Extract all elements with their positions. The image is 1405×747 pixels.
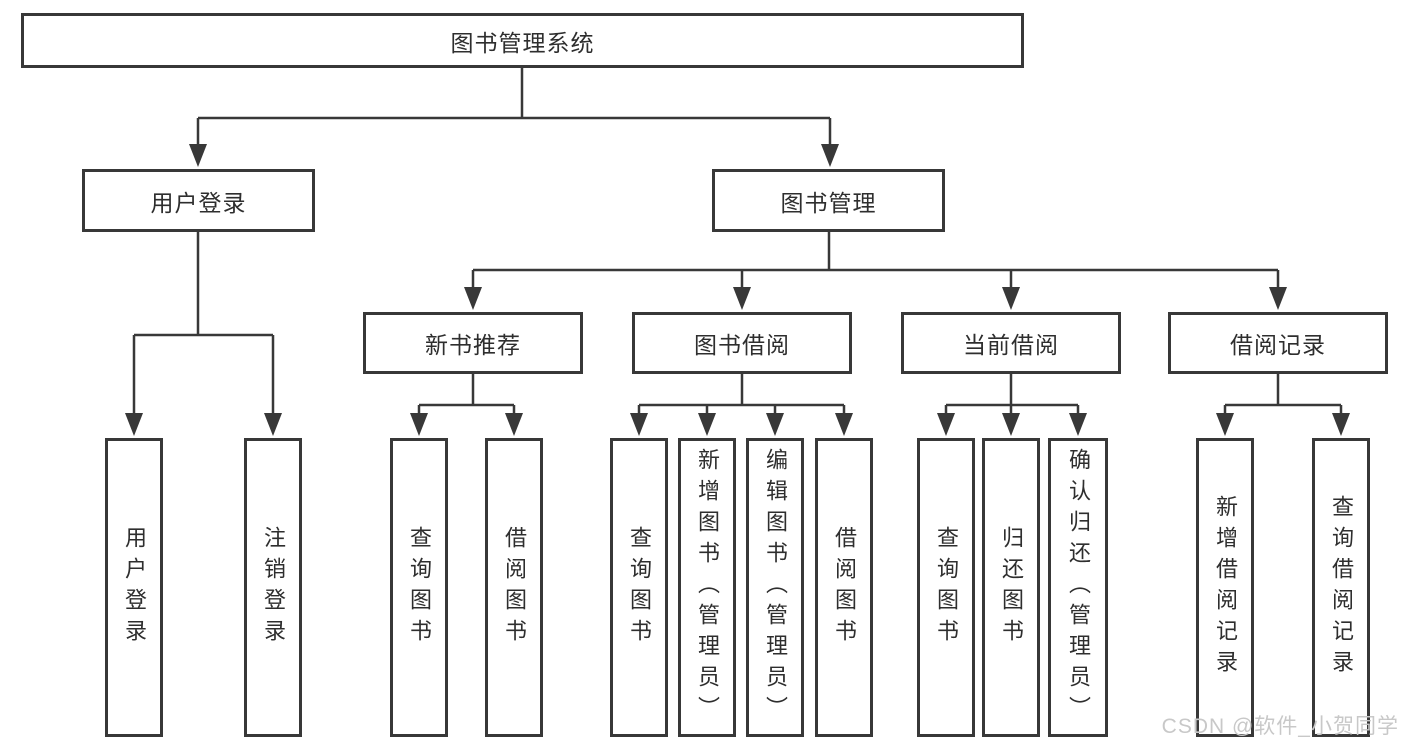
leaf-add-books-admin: 新增图书（管理员） xyxy=(678,438,736,737)
node-current-borrowing: 当前借阅 xyxy=(901,312,1121,374)
leaf-borrow-books-borrowing: 借阅图书 xyxy=(815,438,873,737)
leaf-query-books-recommend: 查询图书 xyxy=(390,438,448,737)
leaf-user-login: 用户登录 xyxy=(105,438,163,737)
node-user-login: 用户登录 xyxy=(82,169,315,232)
leaf-add-borrow-record: 新增借阅记录 xyxy=(1196,438,1254,737)
node-new-book-recommendation: 新书推荐 xyxy=(363,312,583,374)
leaf-borrow-books-recommend: 借阅图书 xyxy=(485,438,543,737)
leaf-query-books-current: 查询图书 xyxy=(917,438,975,737)
node-book-management: 图书管理 xyxy=(712,169,945,232)
leaf-confirm-return-admin: 确认归还（管理员） xyxy=(1048,438,1108,737)
leaf-return-books: 归还图书 xyxy=(982,438,1040,737)
leaf-query-borrow-record: 查询借阅记录 xyxy=(1312,438,1370,737)
node-library-management-system: 图书管理系统 xyxy=(21,13,1024,68)
arrowheads xyxy=(125,144,1350,436)
leaf-logout: 注销登录 xyxy=(244,438,302,737)
leaf-edit-books-admin: 编辑图书（管理员） xyxy=(746,438,804,737)
node-borrowing-records: 借阅记录 xyxy=(1168,312,1388,374)
watermark-text: CSDN @软件_小贺同学 xyxy=(1161,715,1399,738)
node-book-borrowing: 图书借阅 xyxy=(632,312,852,374)
leaf-query-books-borrowing: 查询图书 xyxy=(610,438,668,737)
